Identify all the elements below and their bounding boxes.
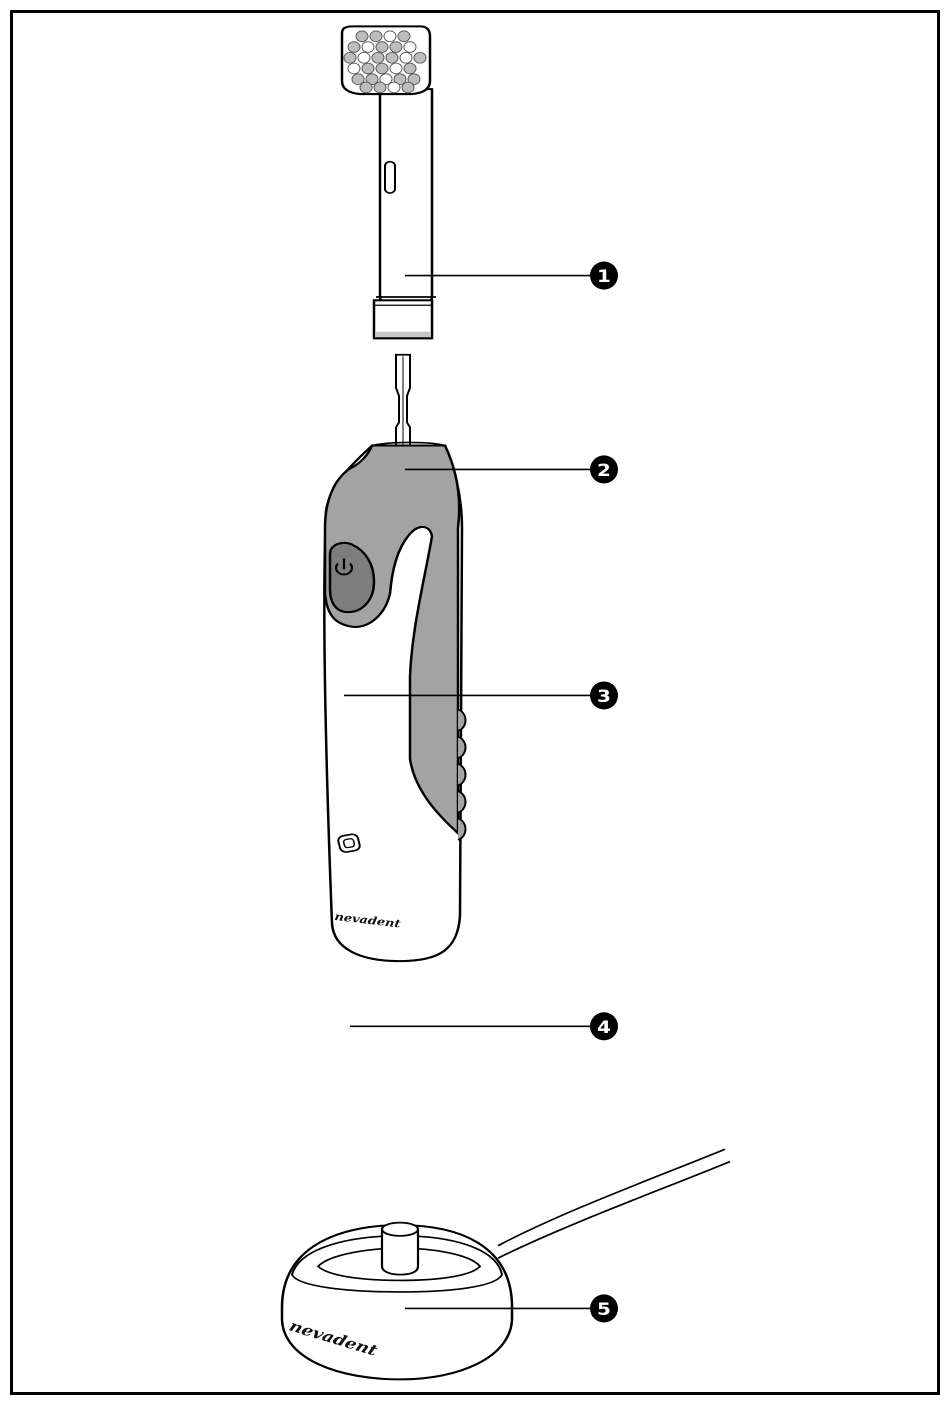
bristle-tuft: [384, 31, 396, 42]
bristle-tuft: [362, 63, 374, 74]
bristle-tuft: [360, 82, 372, 93]
bristle-tuft: [344, 52, 356, 63]
bristle-tuft: [372, 52, 384, 63]
callout-charge-indicator: 4: [350, 1012, 618, 1040]
callout-brush-head: 1: [405, 262, 618, 290]
callout-number: 4: [597, 1019, 611, 1038]
bristle-tuft: [362, 42, 374, 53]
callout-number: 2: [597, 462, 611, 481]
bristle-tuft: [388, 82, 400, 93]
bristle-tuft: [414, 52, 426, 63]
bristle-tuft: [398, 31, 410, 42]
bristle-tuft: [348, 63, 360, 74]
bristle-tuft: [400, 52, 412, 63]
brush-head: [342, 26, 436, 338]
bristle-tuft: [376, 63, 388, 74]
drive-shaft: [396, 355, 410, 450]
callout-number: 1: [597, 268, 611, 287]
bristle-tuft: [402, 82, 414, 93]
bristle-tuft: [386, 52, 398, 63]
grip-rib: [458, 737, 466, 758]
bristle-tuft: [376, 42, 388, 53]
grip-rib: [458, 791, 466, 812]
bristle-tuft: [358, 52, 370, 63]
grip-rib: [458, 710, 466, 731]
bristle-tuft: [404, 63, 416, 74]
grip-rib: [458, 764, 466, 785]
grip-ribs: [458, 710, 466, 840]
bristle-tuft: [390, 63, 402, 74]
handle: nevadent: [324, 442, 465, 961]
bristle-tuft: [390, 42, 402, 53]
callout-number: 5: [597, 1301, 611, 1320]
bristle-tuft: [370, 31, 382, 42]
grip-rib: [458, 818, 466, 839]
callout-number: 3: [597, 688, 611, 707]
bristle-tuft: [348, 42, 360, 53]
charging-base: nevadent: [282, 1149, 730, 1379]
bristle-tuft: [404, 42, 416, 53]
bristle-tuft: [356, 31, 368, 42]
bristle-tuft: [374, 82, 386, 93]
